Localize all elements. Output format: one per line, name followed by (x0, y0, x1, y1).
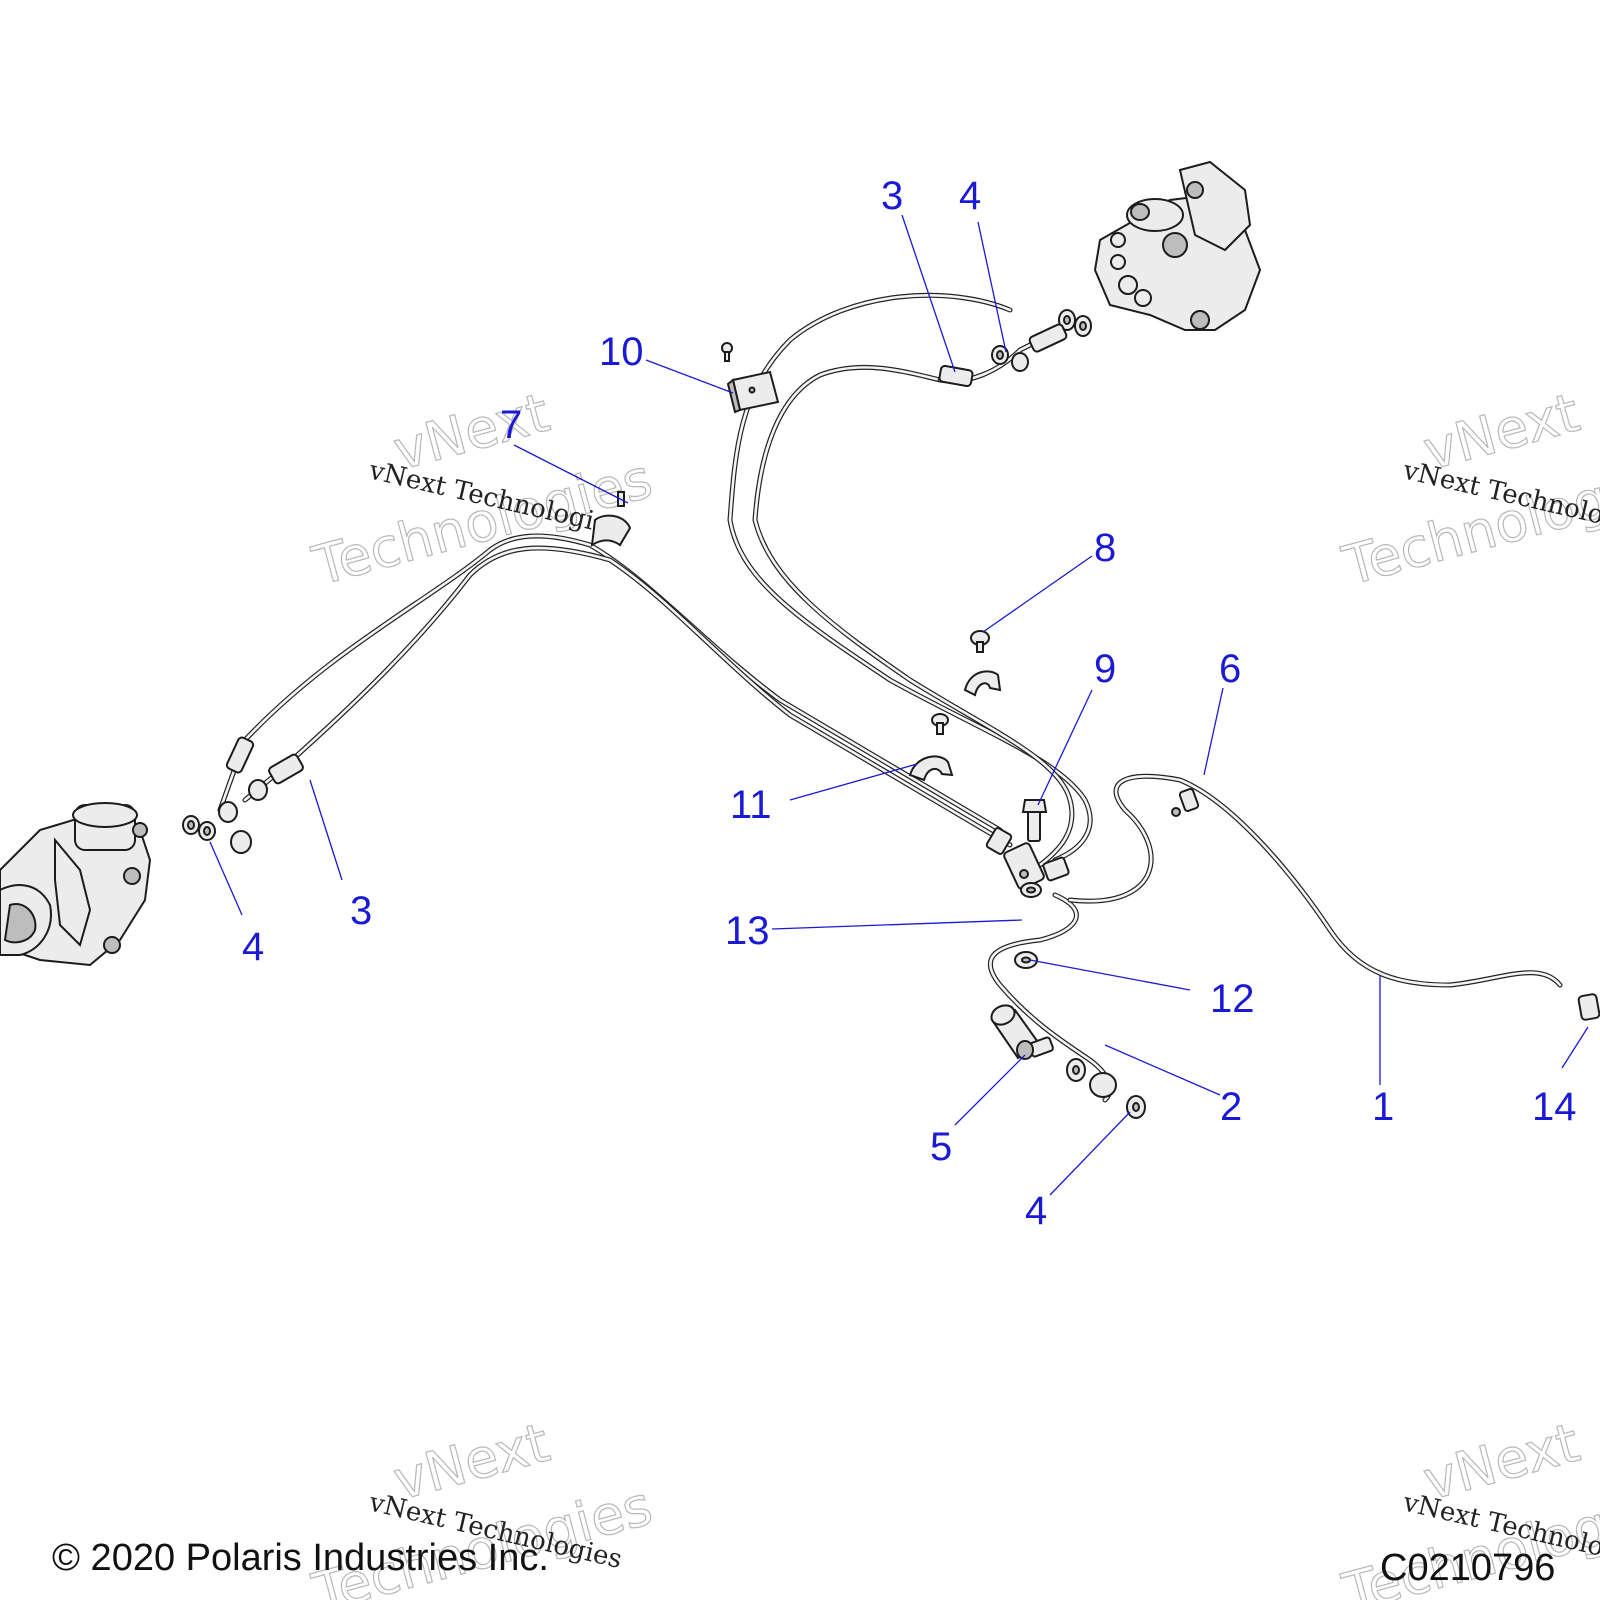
callout-6: 6 (1219, 647, 1241, 691)
callout-2: 2 (1220, 1085, 1242, 1129)
callout-labels: 1 2 3 3 4 4 4 5 6 7 8 9 10 11 12 13 14 (242, 174, 1577, 1233)
hose-left-pair (217, 533, 1013, 848)
callout-14: 14 (1532, 1085, 1577, 1129)
clip-part-10 (721, 342, 780, 414)
callout-7: 7 (500, 403, 522, 447)
hose-part-1 (1067, 773, 1563, 988)
screw-part-11 (931, 713, 949, 735)
fitting-part-14 (1577, 993, 1600, 1021)
callout-9: 9 (1094, 647, 1116, 691)
left-washers (182, 815, 216, 841)
clip-part-11 (908, 755, 954, 782)
callout-3-top: 3 (881, 174, 903, 218)
left-caliper (0, 802, 152, 967)
callout-1: 1 (1372, 1085, 1394, 1129)
junction-block (985, 827, 1070, 890)
clamp-part-6 (1171, 788, 1200, 817)
top-right-washers (938, 309, 1092, 388)
bolt-part-9 (1021, 799, 1048, 842)
nut-part-12 (1014, 951, 1038, 969)
hose-part-2 (988, 892, 1113, 1103)
leader-lines (209, 214, 1589, 1196)
callout-5: 5 (930, 1125, 952, 1169)
left-banjo-fittings (218, 736, 304, 854)
nut-part-13 (1020, 882, 1042, 898)
callout-8: 8 (1094, 526, 1116, 570)
callout-3-left: 3 (350, 889, 372, 933)
figure-id: C0210796 (1380, 1547, 1555, 1589)
callout-13: 13 (725, 909, 770, 953)
copyright-notice: © 2020 Polaris Industries Inc. (52, 1537, 549, 1579)
callout-4-bottom: 4 (1025, 1189, 1047, 1233)
right-caliper (1093, 160, 1262, 331)
screw-part-8 (970, 630, 990, 653)
callout-4-top: 4 (959, 174, 981, 218)
clip-part-8 (963, 670, 1002, 697)
callout-11: 11 (730, 783, 772, 827)
callout-4-left: 4 (242, 925, 264, 969)
watermark-top-right: vNext Technologies vNext Technologies (1335, 380, 1600, 598)
switch-part-5 (990, 1004, 1054, 1060)
callout-10: 10 (599, 330, 644, 374)
washers-part-4-lower (1066, 1058, 1146, 1119)
callout-12: 12 (1210, 977, 1255, 1021)
